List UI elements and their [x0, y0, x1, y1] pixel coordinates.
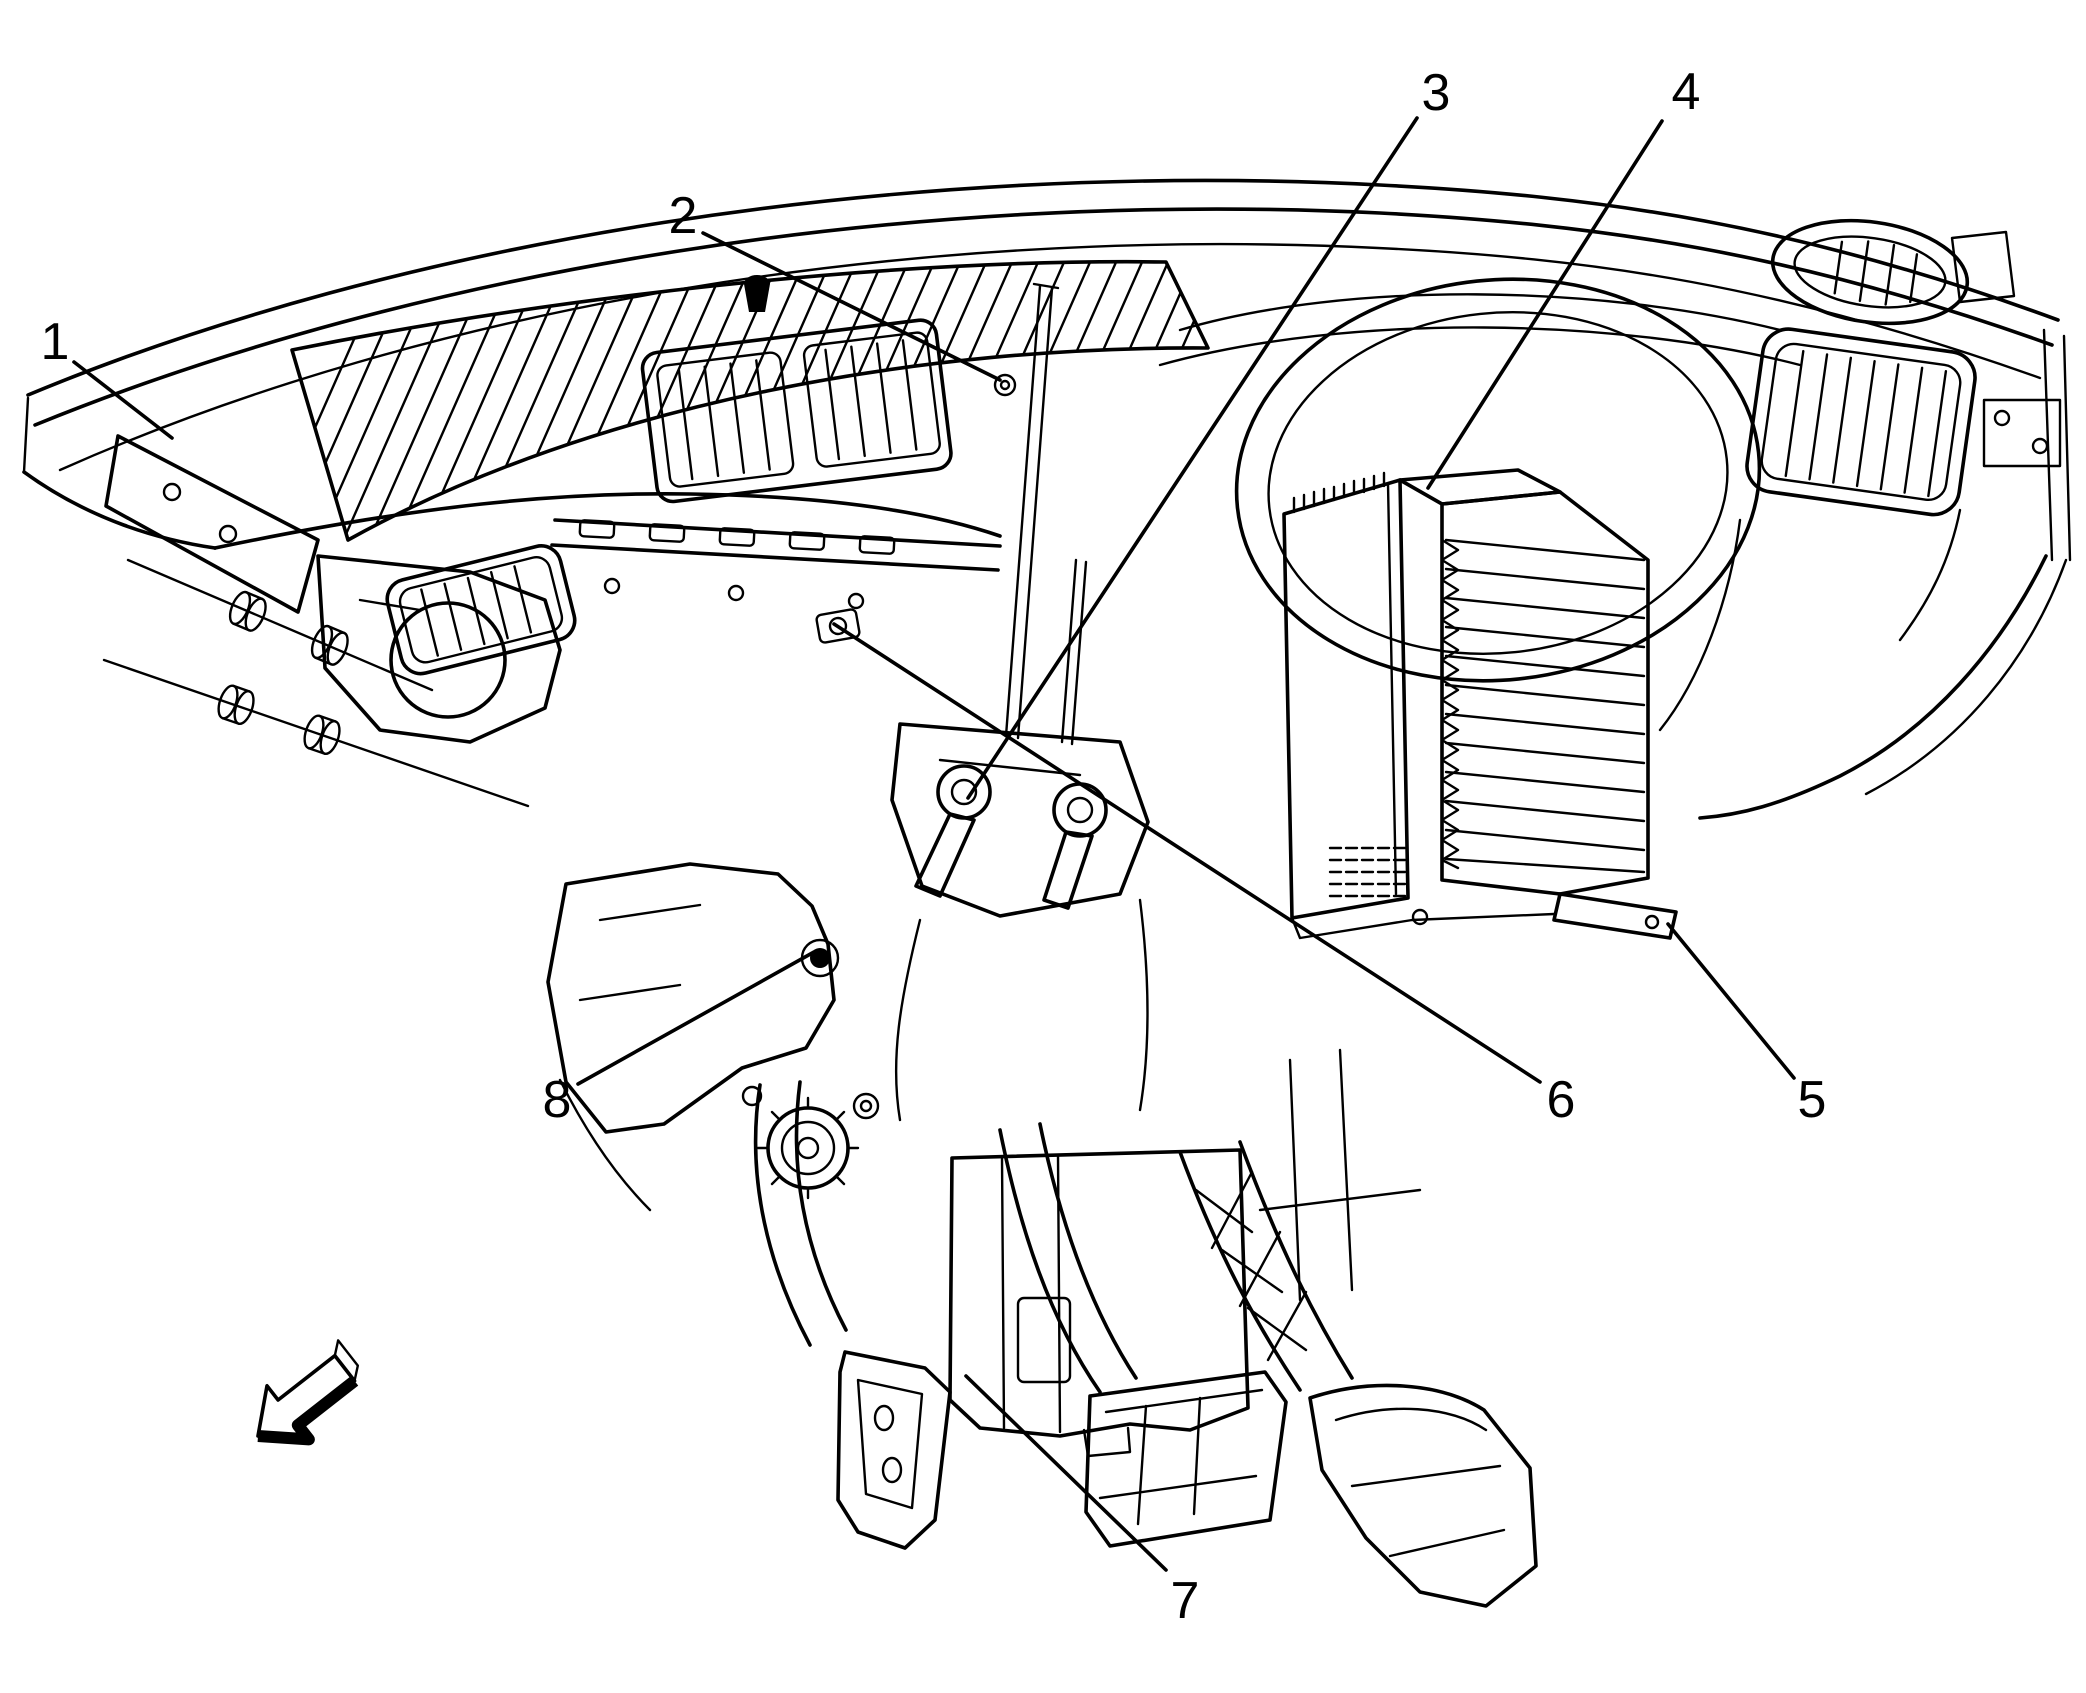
callout-4-label: 4 — [1672, 63, 1701, 121]
module-bracket — [1552, 892, 1678, 940]
hvac-module — [1282, 468, 1650, 940]
clutch-pedal — [753, 1080, 952, 1550]
cluster-opening — [1234, 277, 1962, 732]
right-oval-vent — [1770, 218, 1970, 326]
module-vent-slots — [1328, 846, 1407, 898]
callout-8-label: 8 — [543, 1071, 572, 1129]
callout-5-leader — [1666, 922, 1796, 1080]
grille-push-pin — [744, 275, 770, 312]
brake-pedal — [998, 1122, 1288, 1548]
callout-7-label: 7 — [1171, 1572, 1200, 1630]
callout-4-leader — [1426, 119, 1664, 490]
callout-1-leader — [72, 360, 174, 440]
callout-1-label: 1 — [41, 313, 70, 371]
callout-5-label: 5 — [1798, 1071, 1827, 1129]
grille-retainer — [993, 373, 1017, 397]
carrier-bracket — [316, 554, 562, 744]
callouts-layer: 1 2 3 4 5 6 7 8 — [41, 63, 1827, 1630]
actuator-clip — [815, 608, 861, 644]
callout-8-leader — [576, 950, 816, 1086]
callout-2-label: 2 — [669, 187, 698, 245]
fastener-pins — [102, 558, 530, 808]
callout-6-leader — [832, 622, 1542, 1084]
right-end-bracket — [1950, 230, 2062, 468]
dash-mid-rail — [550, 518, 1002, 610]
callout-7-leader — [964, 1374, 1168, 1572]
accelerator-pedal — [1178, 1140, 1538, 1608]
callout-6-label: 6 — [1547, 1071, 1576, 1129]
callout-3-label: 3 — [1422, 64, 1451, 122]
left-end-bracket — [104, 434, 320, 614]
callout-3-leader — [966, 116, 1419, 800]
callout-2-leader — [701, 231, 1002, 382]
right-vent — [1745, 327, 1977, 517]
center-vent — [640, 318, 953, 504]
forward-direction-arrow-icon — [256, 1339, 360, 1446]
column-levers — [815, 282, 1150, 1122]
dash-top-cowl — [22, 178, 2072, 820]
pedal-assembly — [753, 1048, 1538, 1608]
